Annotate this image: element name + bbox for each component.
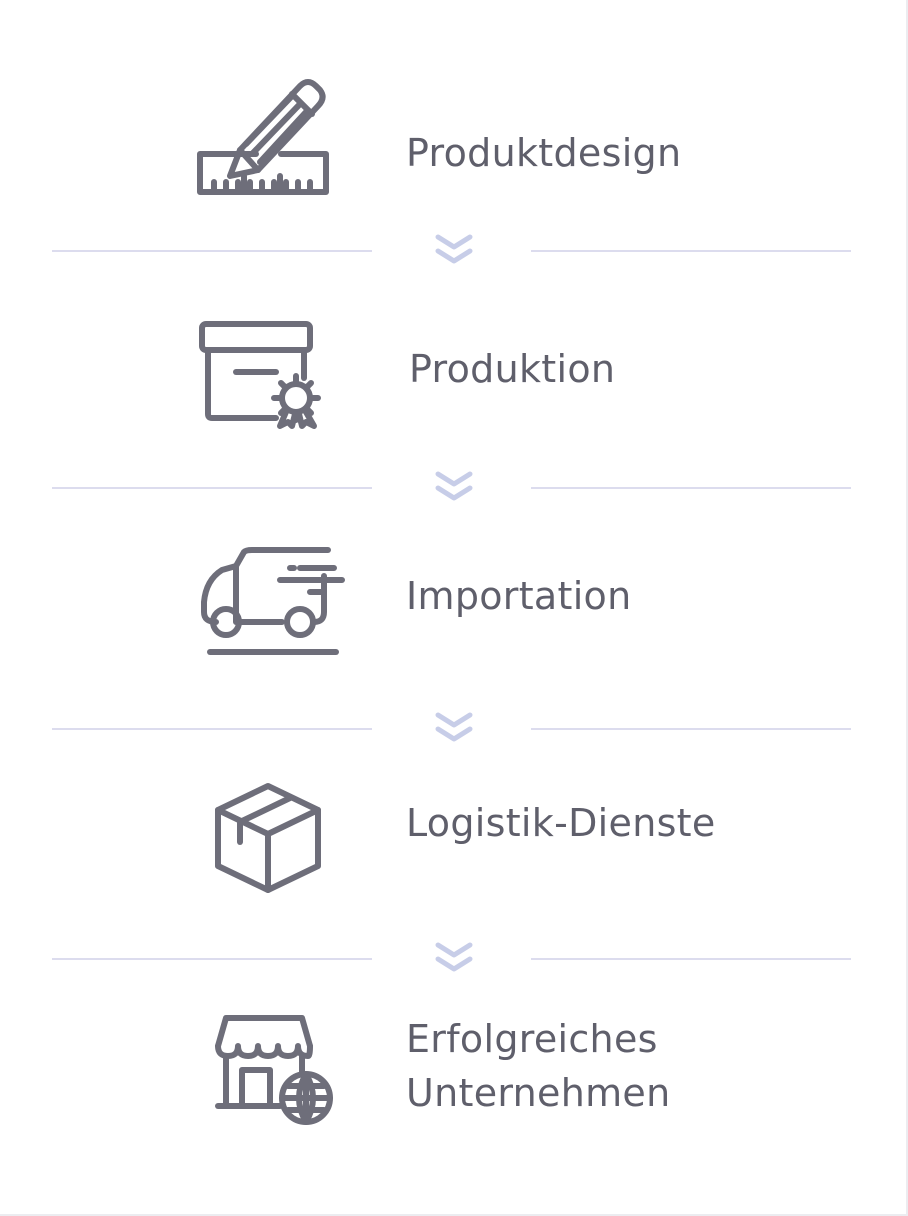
delivery-truck-icon	[198, 546, 348, 658]
double-chevron-down-icon	[432, 231, 476, 275]
divider-line-left	[52, 487, 372, 489]
divider-line-right	[531, 958, 851, 960]
double-chevron-down-icon	[432, 709, 476, 753]
pencil-ruler-icon	[196, 78, 332, 198]
divider-line-left	[52, 728, 372, 730]
step-label: Erfolgreiches Unternehmen	[406, 1012, 670, 1120]
package-icon	[214, 782, 322, 896]
divider-line-right	[531, 250, 851, 252]
divider-line-right	[531, 487, 851, 489]
step-separator	[0, 709, 908, 749]
double-chevron-down-icon	[432, 939, 476, 983]
divider-line-left	[52, 958, 372, 960]
step-separator	[0, 939, 908, 979]
step-label: Produktion	[409, 347, 616, 391]
step-label: Produktdesign	[406, 131, 682, 175]
box-certificate-icon	[198, 320, 324, 432]
step-label: Logistik-Dienste	[406, 801, 716, 845]
step-separator	[0, 468, 908, 508]
store-globe-icon	[214, 1012, 338, 1128]
divider-line-left	[52, 250, 372, 252]
divider-line-right	[531, 728, 851, 730]
step-label-line: Unternehmen	[406, 1071, 671, 1115]
step-separator	[0, 231, 908, 271]
step-label: Importation	[406, 574, 632, 618]
step-product-design: Produktdesign	[0, 0, 908, 240]
double-chevron-down-icon	[432, 468, 476, 512]
step-label-line: Erfolgreiches	[406, 1017, 658, 1061]
